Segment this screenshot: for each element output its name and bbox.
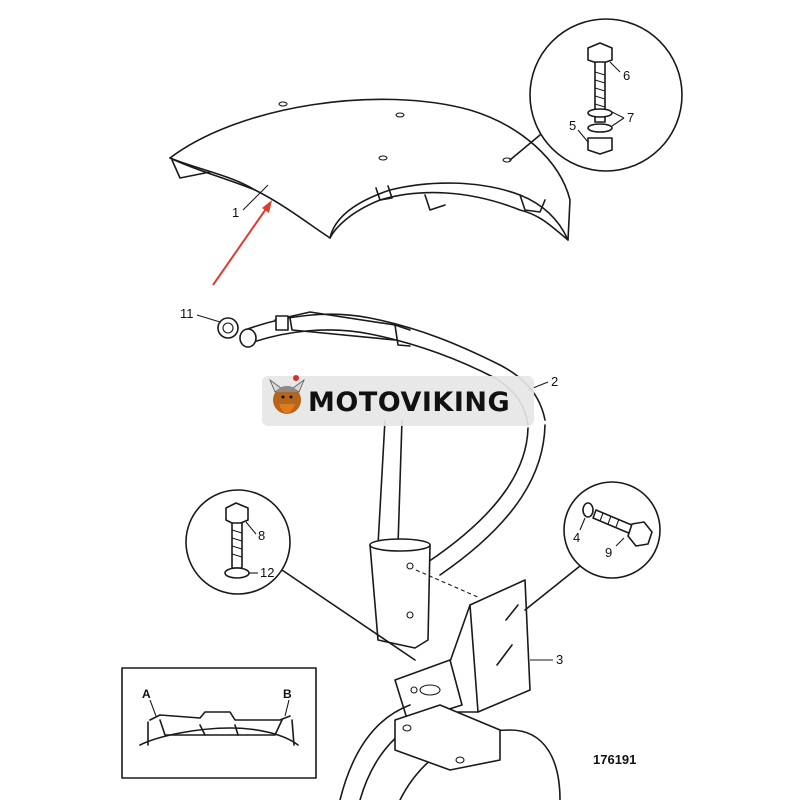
callout-1-leader [242,184,269,211]
callout-2: 2 [551,374,558,389]
reference-number: 176191 [593,752,636,767]
watermark-banner: MOTOVIKING [262,375,534,426]
callout-5: 5 [569,118,576,133]
callout-3: 3 [556,652,563,667]
callout-7: 7 [627,110,634,125]
callout-8: 8 [258,528,265,543]
red-arrow-icon [212,200,272,286]
axle-housing-drawing [339,704,561,800]
watermark-text: MOTOVIKING [308,387,510,418]
detail-circle-bolt-8 [185,489,416,661]
bracket-drawing [394,579,553,723]
detail-circle-bolt-6 [509,18,683,172]
inset-label-a: A [142,687,151,701]
grommet-11-drawing [196,314,239,339]
viking-mascot-icon [269,375,305,414]
callout-12: 12 [260,565,274,580]
detail-circle-bolt-9 [524,481,661,611]
mudguard-drawing [169,98,571,241]
inset-label-b: B [283,687,292,701]
callout-11: 11 [180,306,194,321]
callout-1: 1 [232,205,239,220]
inset-view-box [121,667,317,779]
mounting-frame-drawing [239,311,546,649]
callout-4: 4 [573,530,580,545]
callout-9: 9 [605,545,612,560]
callout-6: 6 [623,68,630,83]
